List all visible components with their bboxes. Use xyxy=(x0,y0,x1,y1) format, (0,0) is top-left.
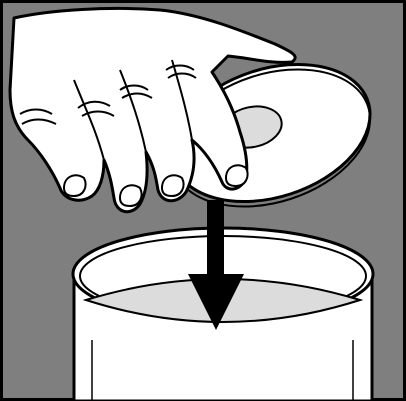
illustration-frame xyxy=(0,0,406,401)
instruction-illustration xyxy=(0,0,406,401)
